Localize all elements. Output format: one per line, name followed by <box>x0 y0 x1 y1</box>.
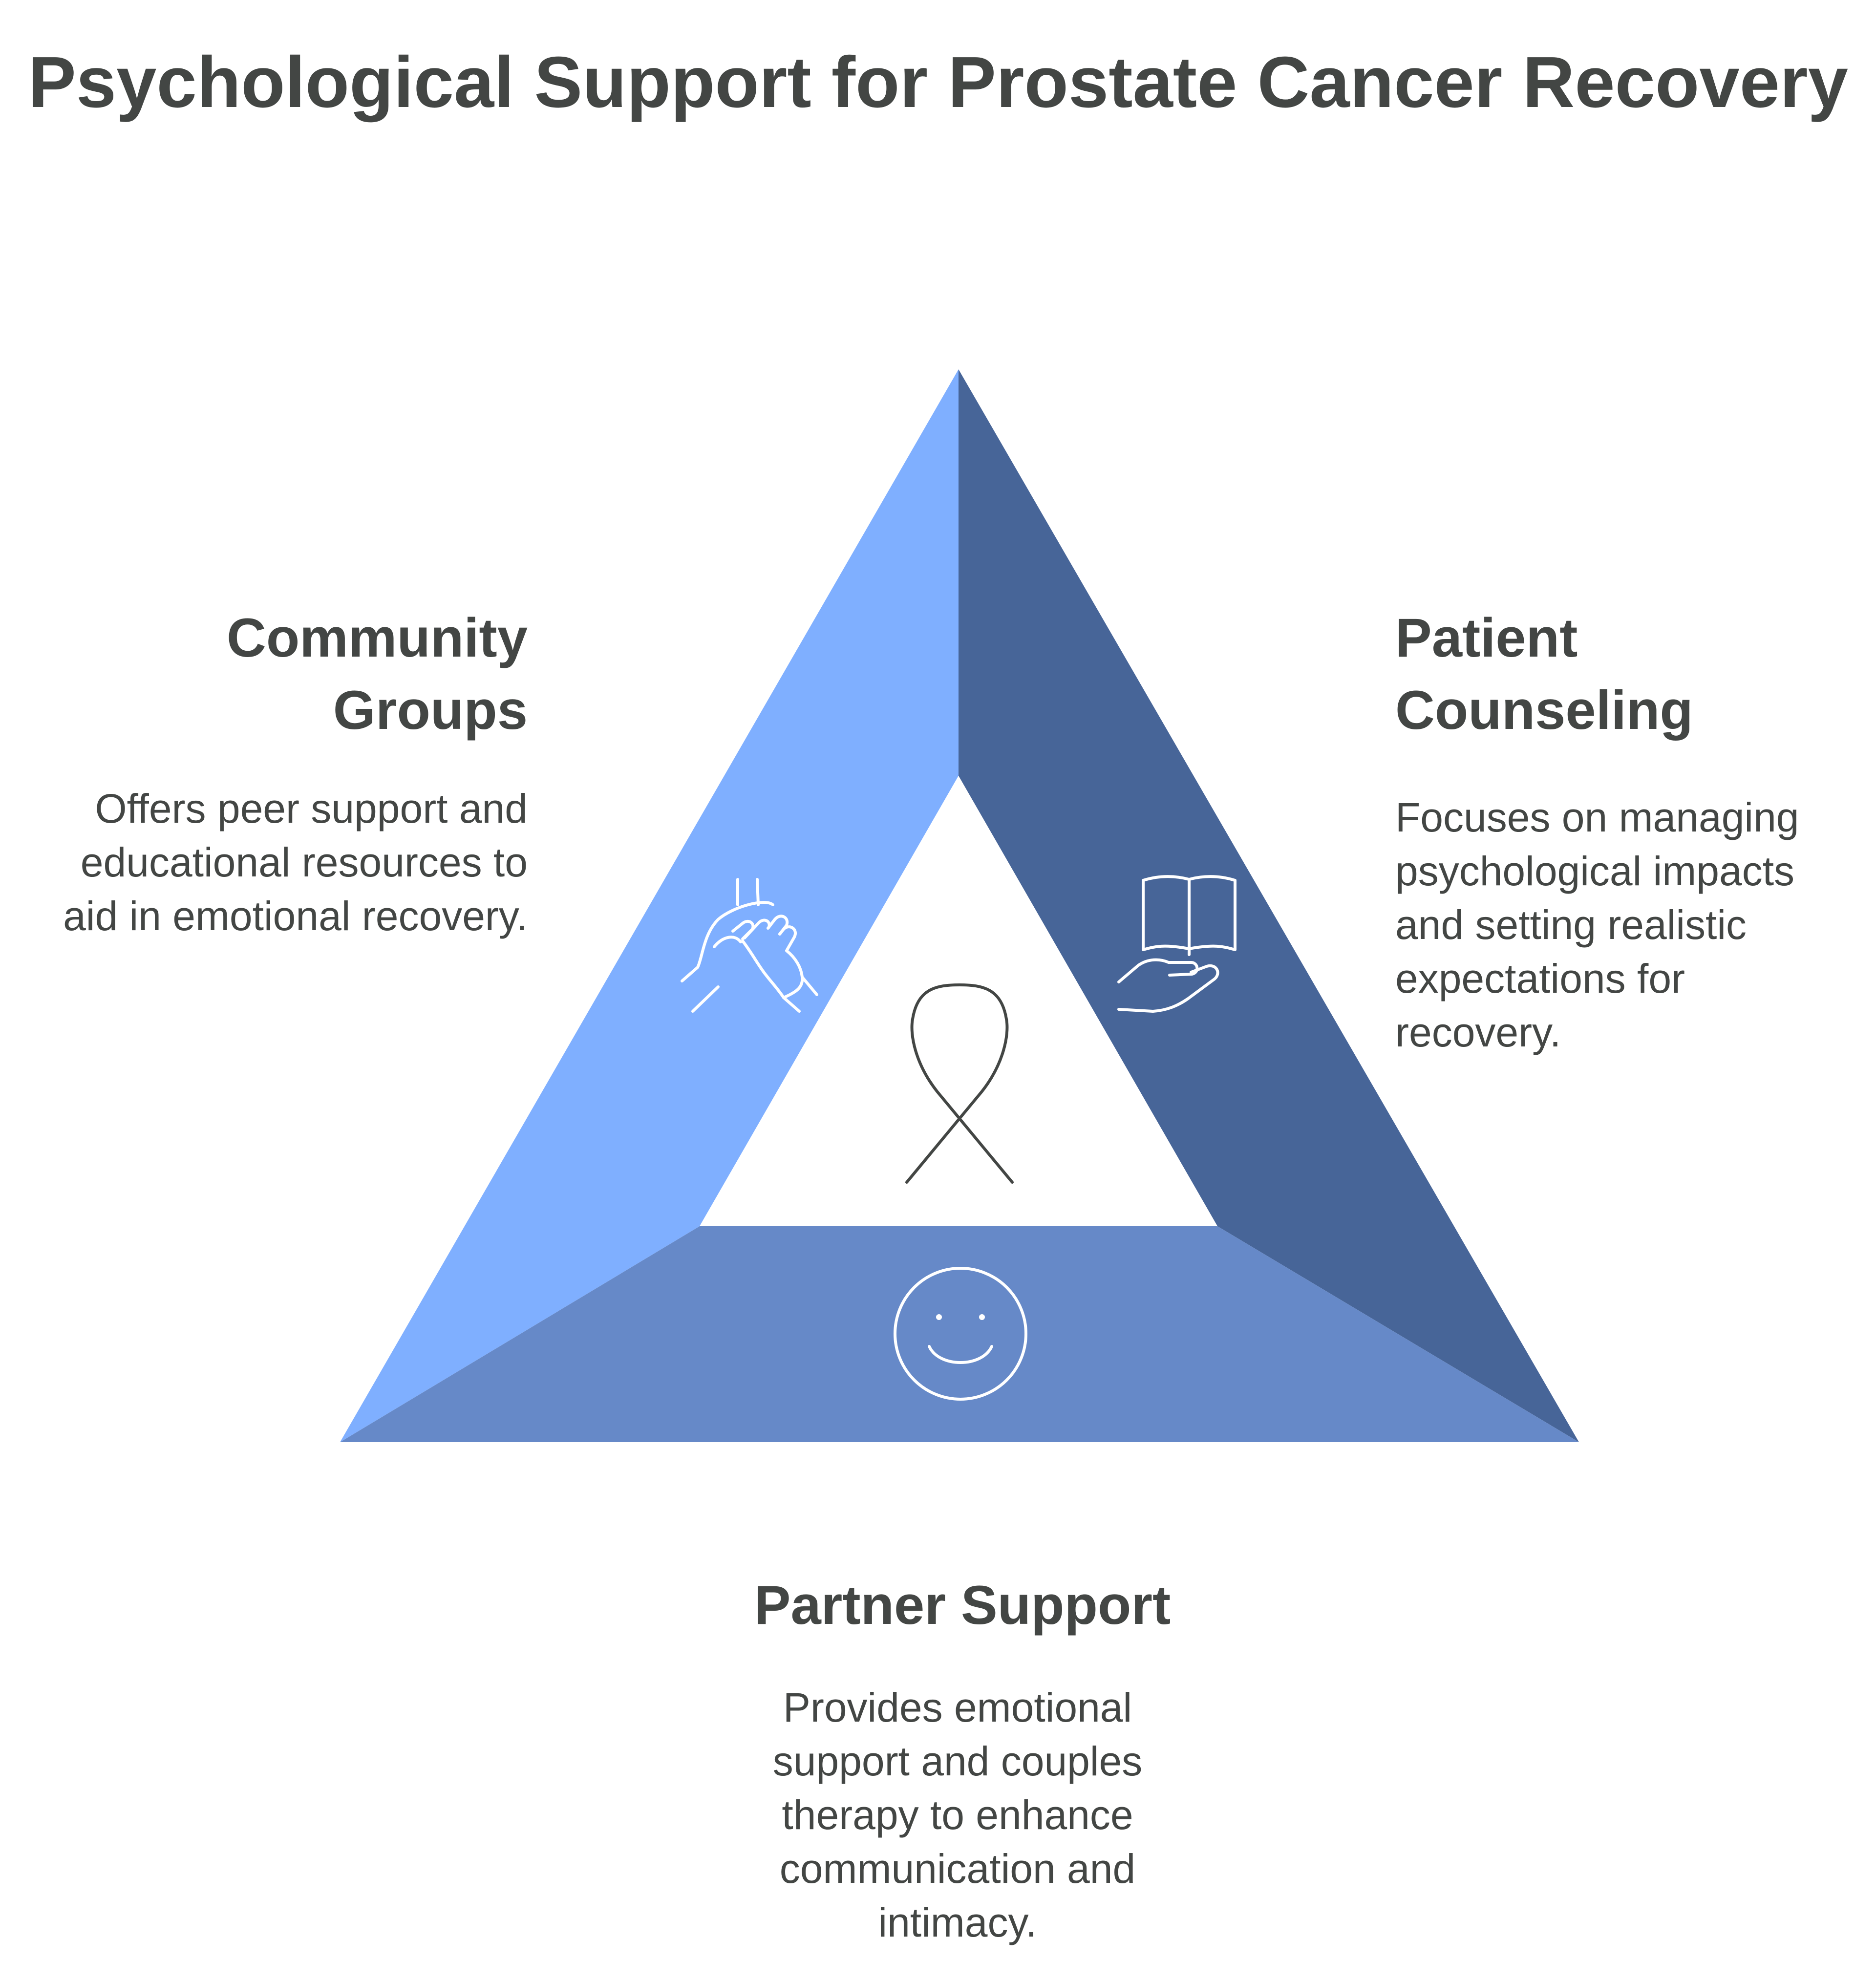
book-in-hand-icon <box>1117 875 1236 1013</box>
patient-counseling-heading: Patient Counseling <box>1395 607 1693 741</box>
center-triangle <box>700 776 1217 1226</box>
patient-counseling-panel <box>959 369 1579 1442</box>
community-groups-description: Offers peer support and educational reso… <box>63 786 528 939</box>
partner-support-panel <box>340 1226 1579 1442</box>
partner-support-heading: Partner Support <box>754 1575 1171 1636</box>
awareness-ribbon-icon <box>905 983 1014 1184</box>
helping-hands-icon <box>681 878 818 1013</box>
patient-counseling-description: Focuses on managing psychological impact… <box>1395 794 1799 1055</box>
community-groups-panel <box>340 369 959 1442</box>
page-title: Psychological Support for Prostate Cance… <box>28 42 1848 123</box>
smiley-face-icon <box>894 1267 1027 1401</box>
community-groups-heading: Community Groups <box>227 607 528 741</box>
partner-support-description: Provides emotional support and couples t… <box>772 1684 1143 1945</box>
